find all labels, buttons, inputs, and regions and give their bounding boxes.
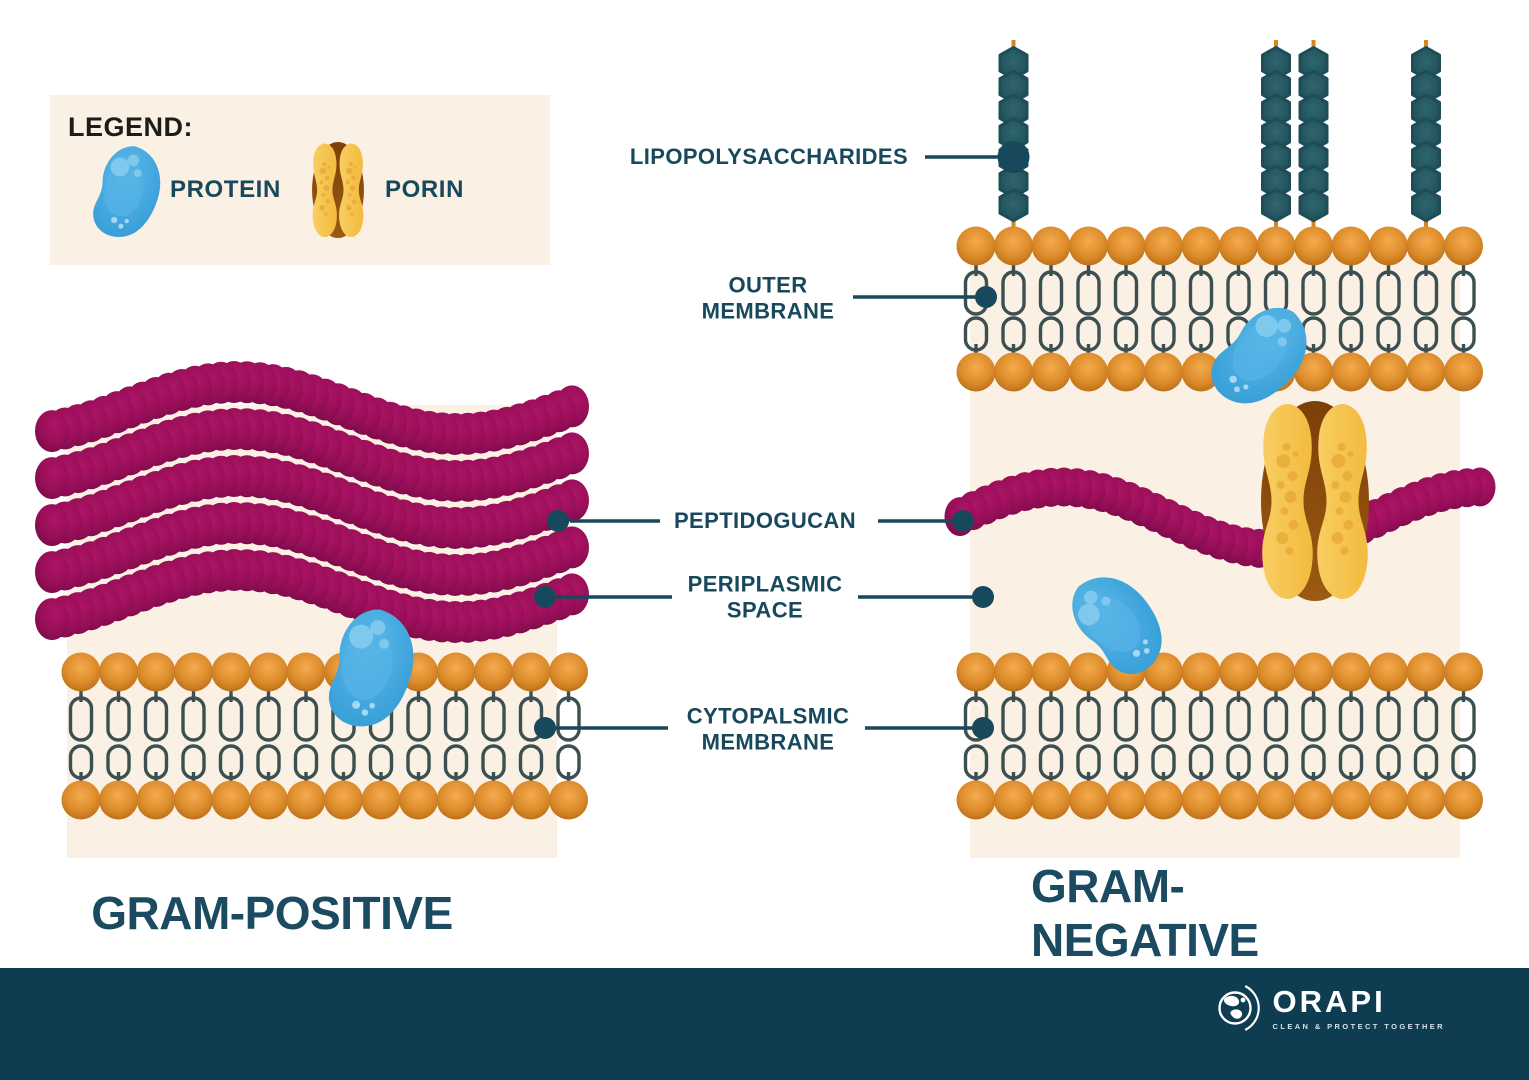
label-cytoplasmic-membrane: CYTOPALSMIC MEMBRANE [686,703,850,754]
gp-peptidoglycan-layer [35,361,589,643]
label-outer-membrane: OUTER MEMBRANE [701,272,835,323]
gn-porin [1261,401,1369,601]
brand-tagline: CLEAN & PROTECT TOGETHER [1272,1021,1445,1031]
label-periplasmic-space: PERIPLASMIC SPACE [687,571,843,622]
legend-protein-icon [93,146,161,237]
legend-protein-label: PROTEIN [170,176,281,203]
gram-negative-title: GRAM-NEGATIVE [1031,860,1259,966]
legend-porin-label: PORIN [385,176,465,203]
legend-title: LEGEND: [68,112,193,142]
globe-icon [1217,985,1260,1031]
footer-bar: ORAPI CLEAN & PROTECT TOGETHER [0,968,1529,1080]
gn-periplasm-protein [1072,577,1162,674]
gn-cytoplasmic-membrane [956,652,1483,820]
brand-name: ORAPI [1272,983,1386,1019]
orapi-logo: ORAPI CLEAN & PROTECT TOGETHER [1208,981,1445,1035]
label-lipopolysaccharides: LIPOPOLYSACCHARIDES [629,144,909,170]
gp-protein [328,609,414,727]
gn-outer-protein [1211,307,1307,404]
legend-porin-icon [312,142,364,238]
gn-outer-membrane [956,226,1483,392]
callout-lines [534,141,1030,739]
lps-chains [998,40,1441,246]
gram-positive-title: GRAM-POSITIVE [91,887,453,939]
label-peptidoglycan: PEPTIDOGUCAN [673,508,857,534]
